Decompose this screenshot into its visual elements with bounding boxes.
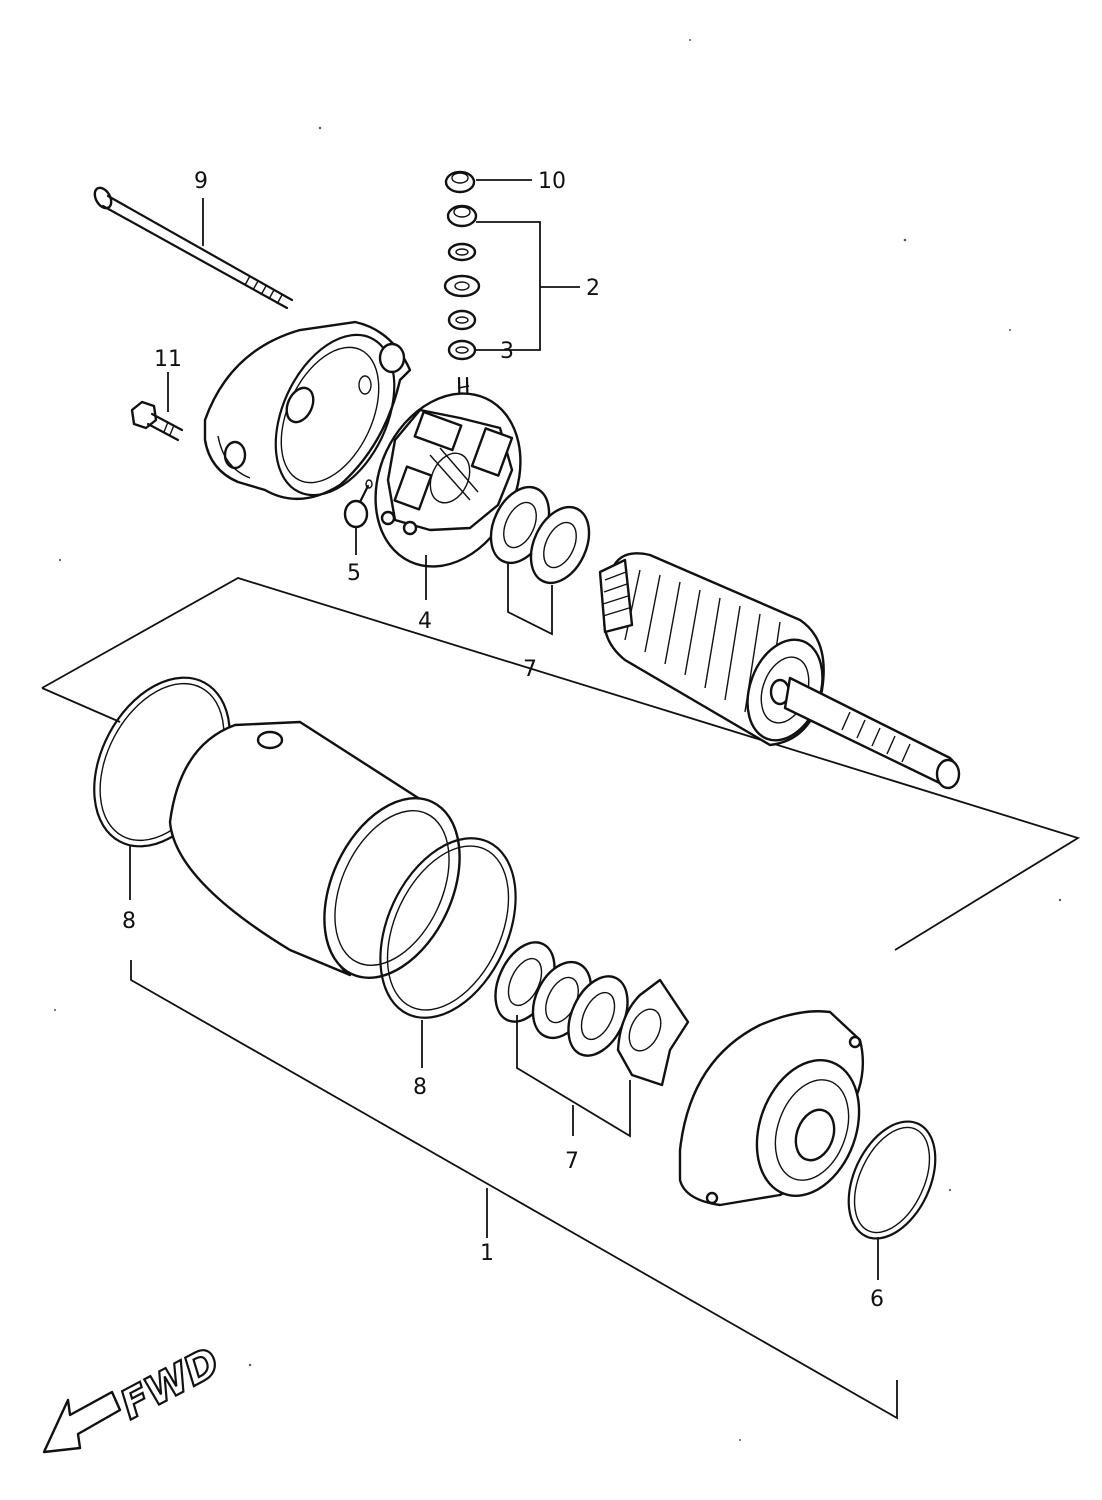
scan-noise xyxy=(54,39,1062,1441)
armature xyxy=(598,552,961,790)
o-ring-front xyxy=(379,837,517,1019)
bracket-1 xyxy=(130,960,898,1420)
callout-5: 5 xyxy=(347,561,361,586)
callout-11: 11 xyxy=(154,347,182,372)
short-bolt xyxy=(130,400,184,442)
brush-holder-plate xyxy=(374,392,522,568)
callout-4: 4 xyxy=(418,609,432,634)
callout-10: 10 xyxy=(538,169,566,194)
brush xyxy=(343,479,373,529)
callout-8-front: 8 xyxy=(413,1075,427,1100)
callout-9: 9 xyxy=(194,169,208,194)
bracket-2 xyxy=(476,221,541,351)
forward-arrow-icon xyxy=(42,1390,122,1454)
nut-washer-stack xyxy=(443,170,481,361)
yoke-housing xyxy=(168,720,461,979)
bracket-7-lower xyxy=(516,1015,631,1138)
bracket-7-upper xyxy=(507,562,553,636)
o-ring-front-cover xyxy=(847,1120,937,1240)
callout-1: 1 xyxy=(480,1241,494,1266)
callout-2: 2 xyxy=(586,276,600,301)
assembly-outline xyxy=(41,577,1081,951)
fwd-label: FWD xyxy=(113,1339,227,1429)
front-cover xyxy=(678,1010,865,1207)
through-bolt xyxy=(93,186,294,310)
rear-cover xyxy=(203,320,412,500)
callout-6: 6 xyxy=(870,1287,884,1312)
callout-7-lower: 7 xyxy=(565,1149,579,1174)
washers-lower xyxy=(494,941,690,1087)
callout-3: 3 xyxy=(500,339,514,364)
washers-upper xyxy=(489,485,591,585)
callout-7-upper: 7 xyxy=(523,657,537,682)
callout-8-rear: 8 xyxy=(122,909,136,934)
